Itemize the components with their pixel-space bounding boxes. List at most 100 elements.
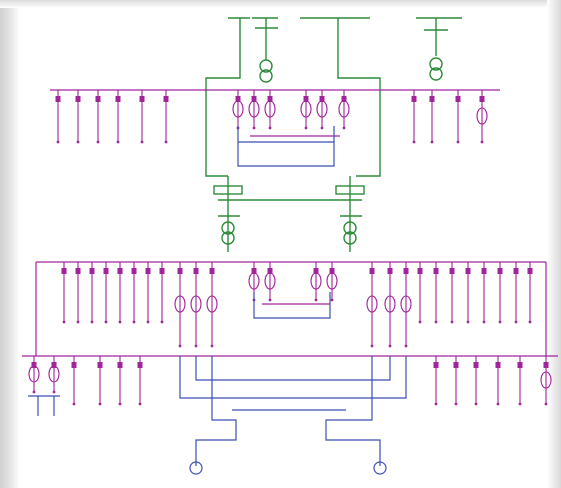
mv-mid-right-feeder-7-breaker [527,268,533,274]
lv-feeder-left [195,356,237,466]
mv-mid-left-feeder-6-breaker [145,268,151,274]
mv-bot-right-trafo-load [544,402,548,406]
mv-bot-left-feeder-2-load [118,402,122,406]
generator-left [189,461,203,475]
mv-bot-left-feeder-3-breaker [137,362,143,368]
mv-top-center-feeder-4-load [320,126,324,130]
mv-top-feeder-4-load [140,140,144,144]
mv-top-center-feeder-2-breaker [267,96,273,102]
mv-feeders [28,90,552,406]
mv-top-feeder-2-breaker [95,96,101,102]
mv-mid-right-feeder-1-breaker [433,268,439,274]
mv-top-feeder-2-load [96,140,100,144]
mv-mid-trafo-left-1-load [194,344,198,348]
mv-mid-center-feeder-1-load [268,298,272,302]
mv-mid-left-feeder-6-load [146,320,150,324]
mv-mid-right-feeder-6-load [514,320,518,324]
mv-top-center-feeder-0-breaker [235,96,241,102]
mv-mid-left-feeder-7-breaker [159,268,165,274]
mv-mid-trafo-right-1-breaker [387,268,393,274]
lv-section [28,126,407,475]
mv-mid-center-feeder-2-transformer [310,272,322,290]
mv-top-feeder-5-load [164,140,168,144]
mv-mid-center-feeder-3-transformer [326,272,338,290]
mv-mid-left-feeder-3-breaker [103,268,109,274]
mv-top-center-feeder-3-load [304,126,308,130]
hv-loop-left [205,28,241,177]
mv-mid-right-feeder-7-load [528,320,532,324]
mv-mid-trafo-left-0-breaker [177,268,183,274]
mv-top-feeder-1-load [76,140,80,144]
mv-mid-center-feeder-2-breaker [313,268,319,274]
mv-bot-right-feeder-1-load [454,402,458,406]
mv-mid-trafo-left-1-transformer [190,295,202,313]
lv-ring-inner [195,356,391,381]
mv-bot-left-feeder-1-load [98,402,102,406]
mv-bot-left-trafo-1-transformer [48,365,60,383]
mv-bot-left-trafo-0-load [32,390,36,394]
mv-top-center-feeder-3-breaker [303,96,309,102]
hv-section [205,17,462,252]
mv-mid-center-feeder-3-breaker [329,268,335,274]
mv-top-feeder-3-breaker [115,96,121,102]
mv-top-feeder-0-breaker [55,96,61,102]
transformer-hv-1b [259,69,273,83]
hv-switchgear-right [335,185,365,195]
lv-top-loop [237,126,335,167]
mv-mid-right-feeder-0-breaker [417,268,423,274]
mv-mid-center-feeder-1-breaker [267,268,273,274]
mv-top-center-feeder-5-breaker [341,96,347,102]
lv-feeder-right [325,356,381,466]
mv-mid-left-feeder-4-breaker [117,268,123,274]
mv-top-right-feeder-3-breaker [479,96,485,102]
mv-mid-right-feeder-1-load [434,320,438,324]
mv-mid-trafo-right-1-transformer [384,295,396,313]
mv-bot-left-feeder-1-breaker [97,362,103,368]
mv-mid-left-feeder-1-load [76,320,80,324]
mv-mid-center-feeder-1-transformer [264,272,276,290]
hv-switchgear-left [213,185,243,195]
mv-top-center-feeder-3-transformer [300,100,312,118]
mv-mid-center-feeder-2-load [314,298,318,302]
transformer-hv-3 [221,221,235,235]
mv-bot-left-trafo-1-load [52,390,56,394]
mv-top-center-feeder-0-transformer [232,100,244,118]
mv-mid-trafo-right-2-breaker [403,268,409,274]
frame-shadow-top [0,0,561,8]
transformer-hv-2 [429,57,443,71]
hv-loop-right [337,28,381,177]
mv-mid-right-feeder-4-load [482,320,486,324]
mv-top-center-feeder-5-load [342,126,346,130]
transformer-hv-2b [429,67,443,81]
mv-bot-right-feeder-2-breaker [473,362,479,368]
mv-top-center-feeder-1-breaker [251,96,257,102]
mv-mid-left-feeder-2-load [90,320,94,324]
mv-bot-left-trafo-0-transformer [28,365,40,383]
mv-mid-center-feeder-0-transformer [248,272,260,290]
frame-shadow-right [547,0,561,488]
mv-bot-right-trafo-breaker [543,362,549,368]
mv-bot-right-feeder-3-breaker [495,362,501,368]
lv-ring-main [179,356,407,399]
mv-bot-right-feeder-1-breaker [453,362,459,368]
mv-mid-right-feeder-3-load [466,320,470,324]
mv-bot-right-feeder-4-load [518,402,522,406]
mv-mid-right-feeder-4-breaker [481,268,487,274]
mv-mid-trafo-right-0-breaker [369,268,375,274]
mv-bot-right-feeder-0-breaker [433,362,439,368]
mv-top-center-feeder-1-load [252,126,256,130]
mv-top-center-feeder-2-load [268,126,272,130]
mv-top-center-feeder-5-transformer [338,100,350,118]
mv-mid-right-feeder-5-load [498,320,502,324]
mv-top-right-feeder-0-breaker [411,96,417,102]
mv-top-feeder-0-load [56,140,60,144]
mv-mid-left-feeder-4-load [118,320,122,324]
mv-mid-trafo-left-2-breaker [209,268,215,274]
mv-mid-trafo-right-2-transformer [400,295,412,313]
lv-mid-loop [253,292,331,319]
mv-mid-left-feeder-7-load [160,320,164,324]
mv-bot-left-feeder-2-breaker [117,362,123,368]
mv-bot-right-feeder-3-load [496,402,500,406]
mv-mid-right-feeder-2-breaker [449,268,455,274]
